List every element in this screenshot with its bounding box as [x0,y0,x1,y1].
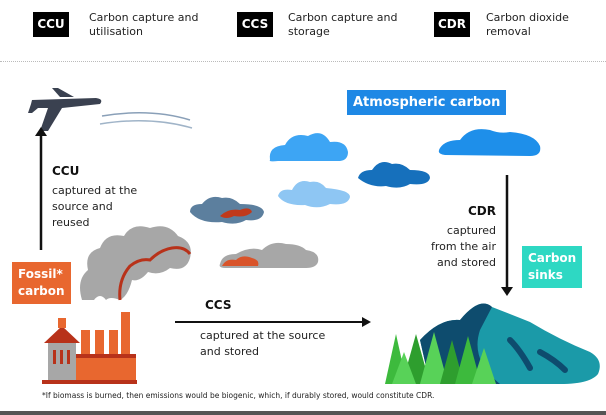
cloud-icon [358,162,430,188]
cdr-arrow [501,175,513,296]
factory-icon [42,226,192,384]
legend-badge-ccu: CCU [33,12,69,37]
cloud-icon [190,196,264,224]
cloud-icon [219,242,319,268]
cdr-description: CDR captured from the air and stored [410,204,496,271]
legend-line: Carbon dioxide [486,11,569,24]
trees-icon [385,332,496,384]
ccs-arrow [175,317,371,327]
label-line: sinks [528,268,563,282]
cdr-line: captured [446,224,496,237]
ccs-description: captured at the source and stored [200,328,325,360]
ccs-line: captured at the source [200,329,326,342]
ccs-line: and stored [200,345,259,358]
cdr-line: and stored [437,256,496,269]
legend-line: utilisation [89,25,143,38]
divider [0,61,606,62]
label-line: Fossil* [18,267,63,281]
cdr-title: CDR [467,204,496,218]
bottom-bar [0,411,606,415]
footnote: *If biomass is burned, then emissions wo… [42,391,435,400]
ccu-line: source and [52,200,113,213]
legend-badge-cdr: CDR [434,12,470,37]
label-line: Carbon [528,251,577,265]
cdr-line: from the air [431,240,496,253]
cloud-icon [269,133,348,162]
legend-line: Carbon capture and [89,11,199,24]
ccu-description: CCU captured at the source and reused [52,164,137,231]
ccs-title: CCS [205,298,232,312]
legend-line: Carbon capture and [288,11,398,24]
carbon-sinks-label: Carbon sinks [522,246,583,288]
legend-line: removal [486,25,531,38]
fossil-carbon-label: Fossil* carbon [12,262,71,304]
ccu-line: reused [52,216,90,229]
label-line: carbon [18,284,65,298]
atmospheric-carbon-label: Atmospheric carbon [347,90,507,115]
ccu-arrow [35,127,47,250]
ccu-title: CCU [52,164,80,178]
legend-badge-ccs: CCS [237,12,273,37]
legend-line: storage [288,25,330,38]
ccu-line: captured at the [52,184,138,197]
airplane-icon [28,88,193,131]
cloud-icon [438,129,541,156]
cloud-icon [278,181,350,208]
